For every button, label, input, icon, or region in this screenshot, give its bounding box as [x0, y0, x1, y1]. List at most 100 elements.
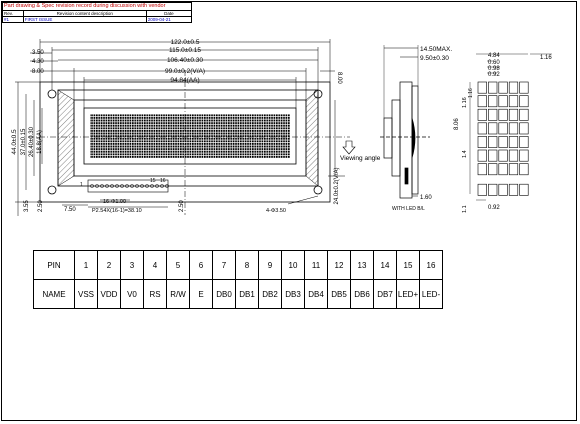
dim-bezel-height: 26.40±0.30: [29, 126, 35, 157]
dim-dot-484: 4.84: [488, 53, 500, 59]
dim-aa-width: 94.84(AA): [170, 77, 199, 84]
dim-hole-pitch-v: 37.0±0.15: [21, 128, 27, 155]
dim-dot-092: 0.92: [488, 72, 500, 78]
pin-row: [90, 184, 169, 188]
pin-hole: [95, 184, 99, 188]
pin-number-cell: 5: [166, 250, 190, 280]
pin-hole: [155, 184, 159, 188]
pin-hole: [115, 184, 119, 188]
pin-number-cell: 7: [212, 250, 236, 280]
dot-cell: [477, 149, 487, 162]
pin-name-cell: LED+: [396, 279, 420, 309]
dot-cell: [477, 81, 487, 94]
side-view: [380, 45, 430, 199]
dim-side-max: 14.50MAX.: [420, 46, 452, 53]
pin-name-cell: DB0: [212, 279, 236, 309]
dim-bezel-width: 106.40±0.30: [167, 57, 203, 64]
dot-cell: [477, 95, 487, 108]
dot-cell: [488, 108, 498, 121]
dot-cell: [477, 163, 487, 176]
pin-number-cell: 13: [350, 250, 374, 280]
pin-name-cell: DB7: [373, 279, 397, 309]
pin-number-cell: 11: [304, 250, 328, 280]
dim-left-350: 3.50: [32, 50, 44, 56]
dim-overall-width: 122.0±0.5: [171, 39, 200, 46]
pin-hole: [150, 184, 154, 188]
pin-name-cell: DB3: [281, 279, 305, 309]
pin-hole: [130, 184, 134, 188]
pin-name-cell: VSS: [74, 279, 98, 309]
dot-cell: [508, 108, 519, 121]
vertical-dimensions: [15, 81, 345, 216]
pin-name-cell: DB5: [327, 279, 351, 309]
pin-hole: [110, 184, 114, 188]
dot-cell: [488, 122, 498, 135]
revision-table: Part drawing & Spec revision record duri…: [2, 2, 193, 23]
active-area: [83, 107, 297, 165]
dot-cell: [508, 136, 519, 148]
dim-left-430: 4.30: [32, 59, 44, 65]
pin-number-cell: 16: [419, 250, 443, 280]
dot-cell: [477, 122, 487, 135]
pin-number-cell: 6: [189, 250, 213, 280]
dot-cell: [498, 136, 508, 148]
pin-number-cell: 12: [327, 250, 351, 280]
dim-dot-806: 8.06: [454, 118, 460, 130]
label-pin-15: 15: [150, 178, 156, 184]
dot-cell: [519, 95, 529, 108]
dot-cell: [488, 81, 498, 94]
pin-name-cell: DB1: [235, 279, 259, 309]
label-pin-16: 16: [160, 178, 166, 184]
pin-number-cell: 14: [373, 250, 397, 280]
dot-cell: [477, 183, 487, 196]
dot-cell: [477, 136, 487, 148]
pin-name-cell: RS: [143, 279, 167, 309]
dim-dot-116c: 1.16: [468, 88, 474, 98]
dot-cell: [488, 136, 498, 148]
pin-name-cell: E: [189, 279, 213, 309]
dot-cell: [477, 108, 487, 121]
pin-hole: [105, 184, 109, 188]
dim-dot-098: 0.98: [488, 66, 500, 72]
mount-hole-bottom-right: [313, 185, 323, 195]
pin-name-cell: R/W: [166, 279, 190, 309]
dot-cell: [488, 149, 498, 162]
dim-dot-116b: 1.16: [462, 97, 468, 108]
pin-number-cell: 15: [396, 250, 420, 280]
dim-va-width: 99.0±0.2(V/A): [165, 68, 205, 75]
left-bezel-hatch: [57, 89, 75, 187]
horizontal-dimensions: [30, 39, 335, 108]
dim-bottom-750: 7.50: [64, 207, 76, 213]
pin-hole: [135, 184, 139, 188]
pin-number-cell: 10: [281, 250, 305, 280]
pin-name-cell: DB4: [304, 279, 328, 309]
dim-hole-pitch: 115.0±0.15: [169, 47, 201, 54]
dot-cell: [508, 122, 519, 135]
dim-overall-height: 44.0±0.5: [11, 129, 18, 155]
character-dot-matrix: [90, 114, 290, 158]
pin-hole: [125, 184, 129, 188]
dim-dot-116: 1.16: [540, 55, 552, 61]
dot-cell: [519, 81, 529, 94]
mount-hole-bottom-left: [47, 185, 57, 195]
dot-detail: [477, 81, 529, 196]
dot-cell: [519, 149, 529, 162]
dot-cell: [488, 183, 498, 196]
dot-cell: [508, 149, 519, 162]
pin-name-cell: V0: [120, 279, 144, 309]
front-view: [28, 70, 350, 215]
pin-header: [87, 179, 169, 193]
pin-number-cell: 9: [258, 250, 282, 280]
dim-right-800: 8.00: [336, 72, 342, 84]
dim-side-930: 9.50±0.30: [420, 55, 449, 62]
dim-dot-14: 1.4: [462, 150, 468, 158]
dim-aa-height: 18.8(AA): [37, 130, 43, 154]
bottom-dimensions: [62, 195, 319, 208]
pin-number-cell: 4: [143, 250, 167, 280]
pin-hole: [145, 184, 149, 188]
rev-row-date: 2009-04-21: [145, 16, 193, 23]
pin-number-cell: 8: [235, 250, 259, 280]
dot-cell: [498, 163, 508, 176]
